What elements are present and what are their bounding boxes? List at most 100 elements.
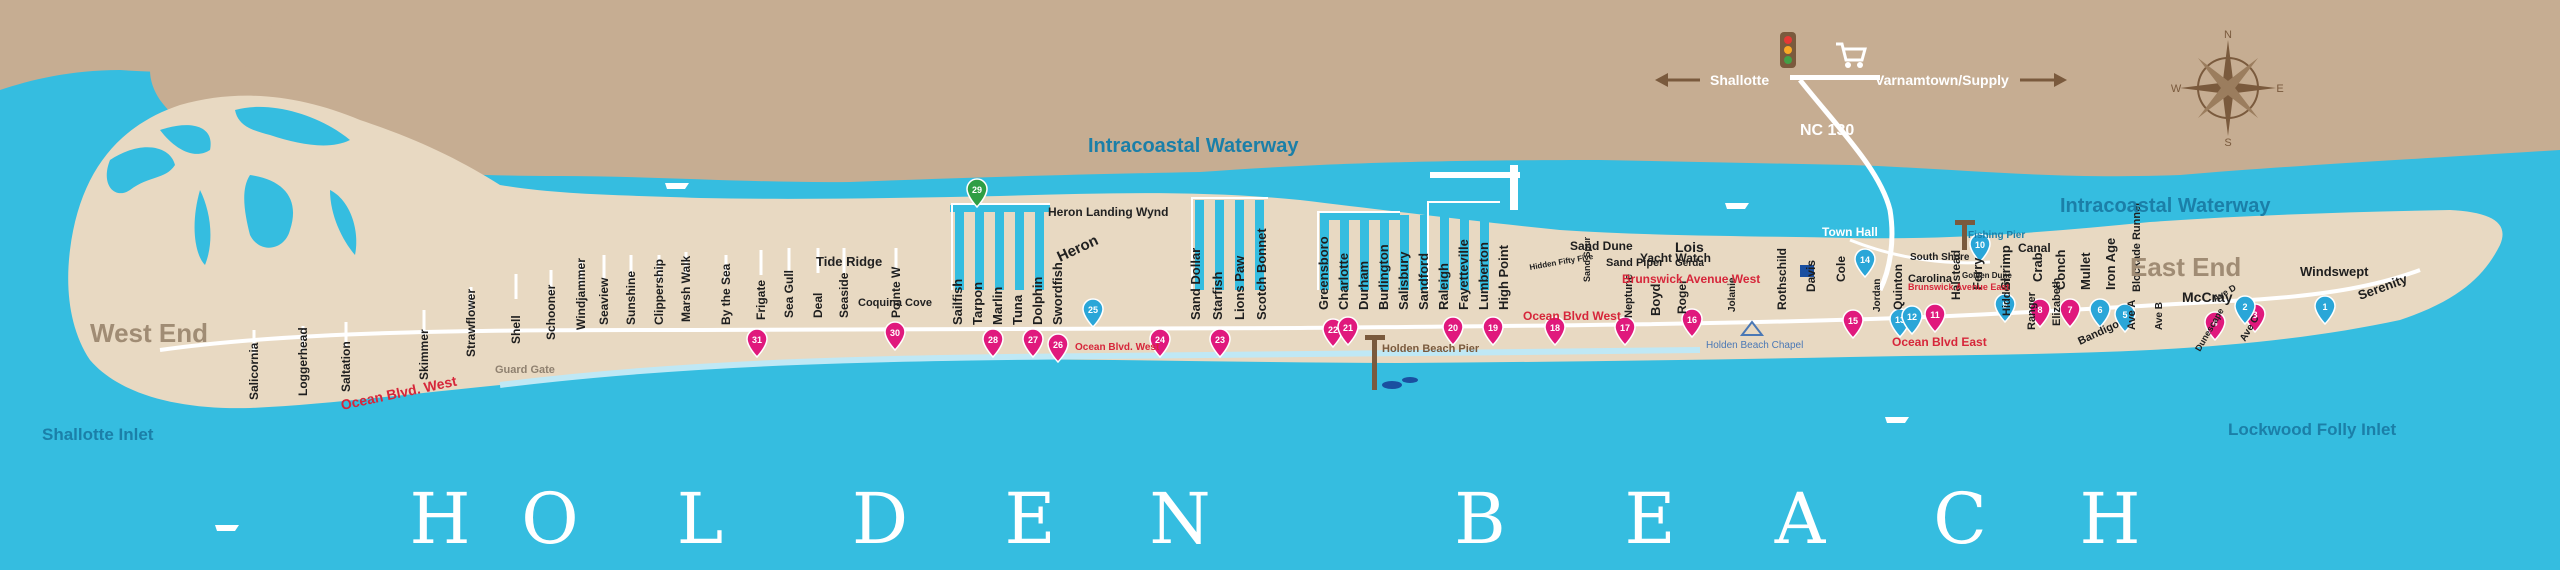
street-label: Scotch Bonnet — [1254, 228, 1269, 320]
street-label: Cole — [1834, 256, 1848, 282]
street-label: Deal — [811, 293, 825, 318]
ocean-blvd-road — [159, 268, 2421, 352]
marker-number: 4 — [2212, 318, 2217, 328]
street-label: Sunshine — [624, 271, 638, 325]
map-marker[interactable]: 25 — [1082, 298, 1104, 329]
map-marker[interactable]: 31 — [746, 328, 768, 359]
marker-number: 28 — [988, 335, 998, 345]
map-marker[interactable]: 10 — [1969, 233, 1991, 264]
map-marker[interactable]: 9 — [1994, 293, 2016, 324]
compass-s: S — [2224, 137, 2231, 148]
boat-icon — [1725, 203, 1749, 209]
map-marker[interactable]: 28 — [982, 328, 1004, 359]
street-label: Greensboro — [1316, 236, 1331, 310]
street-label: Durham — [1356, 261, 1371, 310]
street-label: Carolina — [1908, 273, 1953, 285]
street-label: Ferry — [1970, 257, 1985, 290]
map-marker[interactable]: 2 — [2234, 295, 2256, 326]
map-marker[interactable]: 23 — [1209, 328, 1231, 359]
street-label: Dolphin — [1030, 277, 1045, 325]
mainland — [0, 0, 2560, 183]
marker-number: 20 — [1448, 323, 1458, 333]
map-marker[interactable]: 14 — [1854, 248, 1876, 279]
chapel-icon — [1739, 320, 1765, 336]
map-marker[interactable]: 17 — [1614, 316, 1636, 347]
street-label: By the Sea — [719, 263, 733, 325]
marker-number: 2 — [2242, 302, 2247, 312]
street-label: Marsh Walk — [679, 255, 693, 322]
street-label: Iron Age — [2103, 238, 2118, 290]
street-label: Fayetteville — [1456, 239, 1471, 310]
compass-rose-icon: N S E W — [2171, 29, 2284, 148]
street-label: Blockade Runner — [2131, 201, 2143, 292]
map-marker[interactable]: 26 — [1047, 333, 1069, 364]
map-marker[interactable]: 11 — [1924, 303, 1946, 334]
street-label: Shell — [509, 315, 523, 344]
marker-number: 25 — [1088, 305, 1098, 315]
street-label: Charlotte — [1336, 253, 1351, 310]
street-label: Frigate — [754, 280, 768, 320]
map-marker[interactable]: 27 — [1022, 328, 1044, 359]
street-label: Tarpon — [970, 282, 985, 325]
street-label: Ave A — [2126, 300, 2138, 330]
marker-number: 31 — [752, 335, 762, 345]
canals — [950, 200, 1500, 290]
marker-number: 21 — [1343, 323, 1353, 333]
map-marker[interactable]: 18 — [1544, 316, 1566, 347]
map-marker[interactable]: 24 — [1149, 328, 1171, 359]
street-label: Saltation — [339, 341, 353, 392]
street-label: Rothschild — [1775, 248, 1789, 310]
marker-number: 8 — [2037, 305, 2042, 315]
street-label: Tuna — [1010, 294, 1025, 325]
street-label: Sandford — [1416, 253, 1431, 310]
marker-number: 5 — [2122, 310, 2127, 320]
map-marker[interactable]: 1 — [2314, 295, 2336, 326]
map-marker[interactable]: 4 — [2204, 311, 2226, 342]
map-marker[interactable]: 16 — [1681, 308, 1703, 339]
street-label: Seaside — [837, 272, 851, 318]
map-marker[interactable]: 19 — [1482, 316, 1504, 347]
marker-number: 1 — [2322, 302, 2327, 312]
map-marker[interactable]: 8 — [2029, 298, 2051, 329]
street-label: Sand Dune — [1570, 239, 1633, 253]
street-label: Sailfish — [950, 279, 965, 325]
street-label: Ave B — [2154, 302, 2165, 330]
map-marker[interactable]: 30 — [884, 321, 906, 352]
map-marker[interactable]: 6 — [2089, 298, 2111, 329]
marker-number: 22 — [1328, 325, 1338, 335]
marker-number: 29 — [972, 185, 982, 195]
street-label: Clippership — [652, 259, 666, 325]
street-label: Conch — [2053, 250, 2068, 291]
street-label: Hidden — [2001, 278, 2013, 316]
marker-number: 3 — [2252, 310, 2257, 320]
street-label: Crab — [2030, 252, 2045, 282]
street-label: South Shore — [1910, 252, 1970, 263]
compass-w: W — [2171, 83, 2182, 95]
street-label: Marlin — [990, 287, 1005, 325]
pier-icon — [1372, 335, 1377, 390]
marker-number: 13 — [1895, 315, 1905, 325]
marker-number: 24 — [1155, 335, 1165, 345]
map-marker[interactable]: 15 — [1842, 309, 1864, 340]
map-marker[interactable]: 5 — [2114, 303, 2136, 334]
marker-number: 17 — [1620, 323, 1630, 333]
street-label: Neptune — [1623, 274, 1635, 318]
street-label: Starfish — [1210, 272, 1225, 320]
street-label: Canal — [2018, 241, 2051, 255]
street-label: Schooner — [544, 284, 558, 340]
fish-icon — [1382, 381, 1402, 389]
street-label: McCray — [2182, 289, 2233, 305]
street-label: Boyd — [1648, 283, 1663, 316]
boat-icon — [1885, 417, 1909, 423]
map-marker[interactable]: 29 — [966, 178, 988, 209]
map-marker[interactable]: 7 — [2059, 298, 2081, 329]
marker-number: 30 — [890, 328, 900, 338]
map-marker[interactable]: 21 — [1337, 316, 1359, 347]
street-label: Roger — [1675, 279, 1689, 314]
map-marker[interactable]: 12 — [1901, 305, 1923, 336]
map-marker[interactable]: 20 — [1442, 316, 1464, 347]
street-label: Burlington — [1376, 244, 1391, 310]
marker-number: 6 — [2097, 305, 2102, 315]
